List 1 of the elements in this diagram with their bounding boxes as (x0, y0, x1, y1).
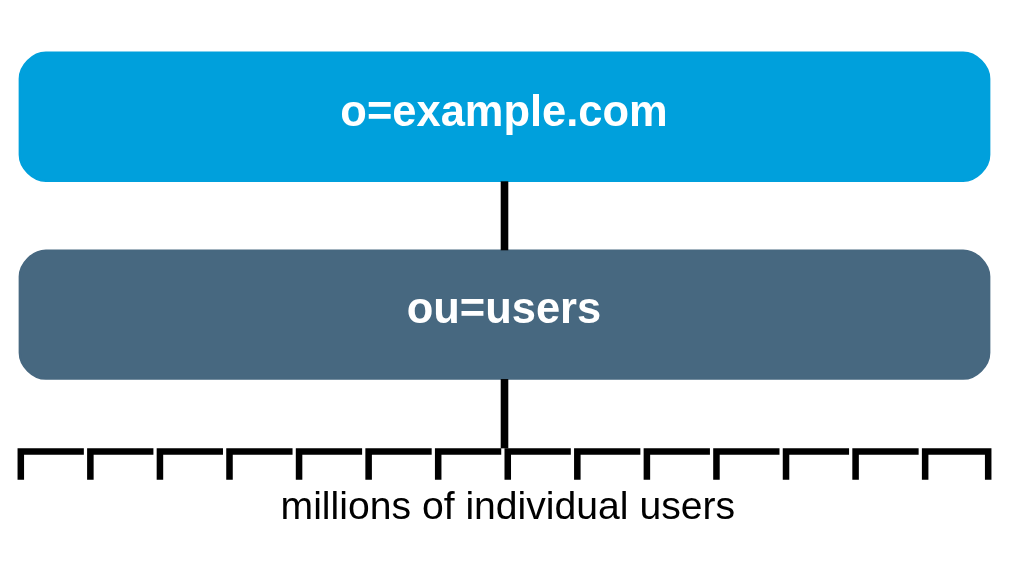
node-text: millions of individual users (280, 483, 736, 527)
